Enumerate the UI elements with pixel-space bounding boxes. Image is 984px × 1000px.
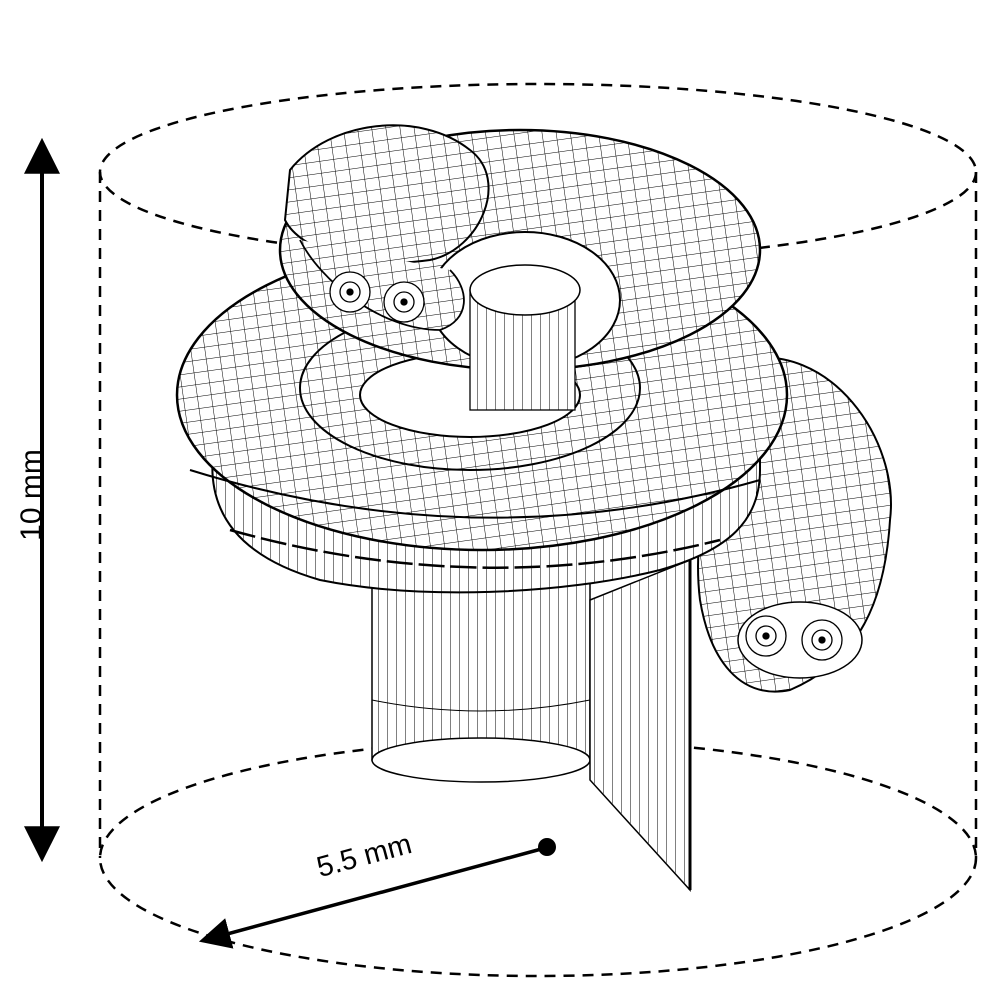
apical-turn [283,124,490,331]
modiolus-column [371,559,591,783]
scala-cross-section-lower [745,615,843,661]
cylinder-center-dot [538,838,556,856]
scala-cross-section-upper [329,271,425,323]
nerve-sheet [589,558,692,892]
radius-arrow-icon [198,838,556,949]
height-label: 10 mm [15,449,48,541]
